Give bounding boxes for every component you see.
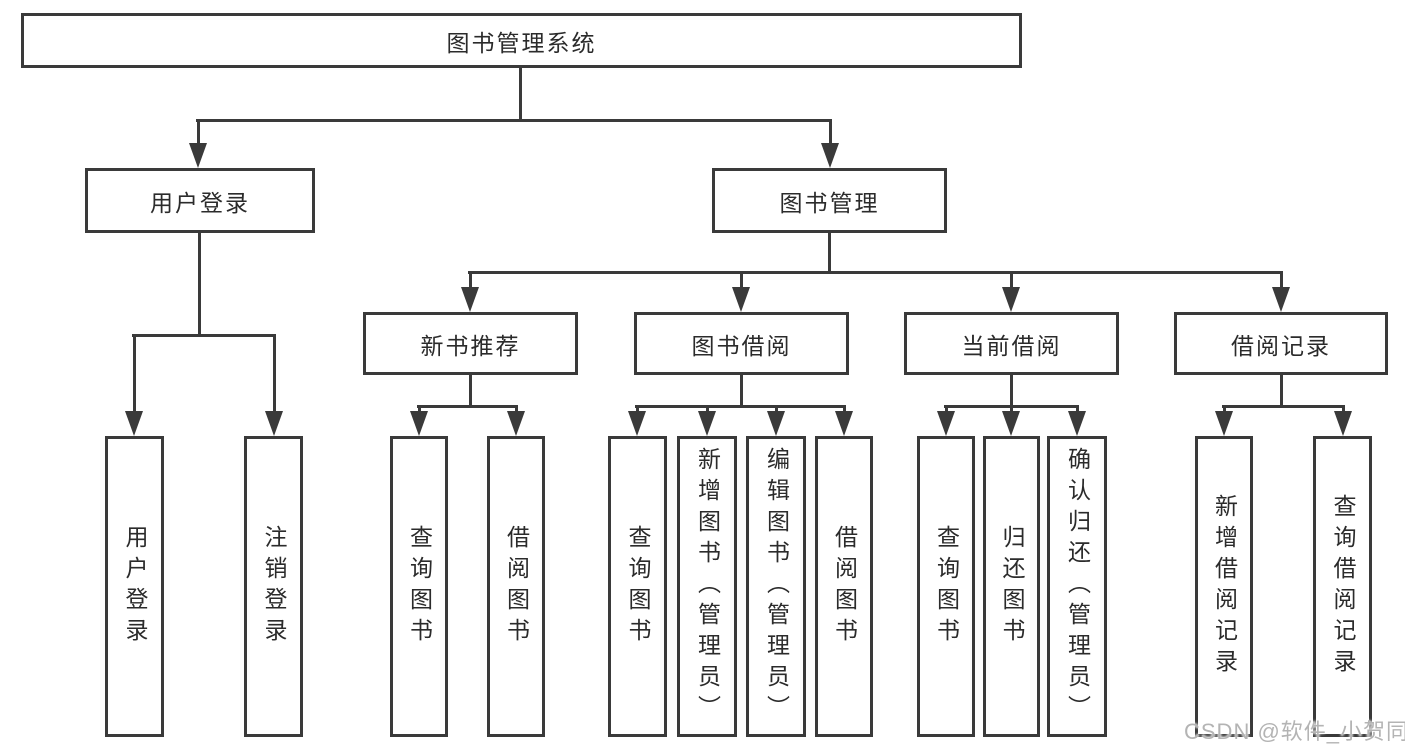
leaf-current-confirm-return-admin-label: 确认归还（管理员） [1064, 447, 1091, 726]
connector-stem [518, 68, 522, 122]
connector-stem [197, 233, 201, 337]
connector-stem [739, 375, 743, 408]
leaf-borrow-query-books-label: 查询图书 [625, 524, 651, 649]
arrow-down-icon [1334, 411, 1352, 436]
arrow-down-icon [1002, 411, 1020, 436]
connector-arrow-line [272, 335, 276, 418]
connector-branch [417, 404, 518, 408]
node-user-login-label: 用户登录 [150, 189, 250, 216]
arrow-down-icon [1215, 411, 1233, 436]
connector-stem [468, 375, 472, 408]
leaf-logout: 注销登录 [244, 436, 303, 737]
node-book-management-label: 图书管理 [779, 189, 880, 216]
node-new-book-recommend: 新书推荐 [363, 312, 578, 375]
arrow-down-icon [1272, 287, 1290, 312]
leaf-newbook-query-books-label: 查询图书 [406, 524, 433, 649]
leaf-user-login: 用户登录 [105, 436, 164, 737]
arrow-down-icon [265, 411, 283, 436]
leaf-borrow-edit-books-admin: 编辑图书（管理员） [746, 436, 806, 737]
node-book-borrow: 图书借阅 [634, 312, 849, 375]
arrow-down-icon [461, 287, 479, 312]
arrow-down-icon [507, 411, 525, 436]
connector-branch [1222, 404, 1345, 408]
leaf-borrow-add-books-admin: 新增图书（管理员） [677, 436, 737, 737]
leaf-newbook-borrow-books-label: 借阅图书 [503, 524, 530, 649]
arrow-down-icon [410, 411, 428, 436]
node-root: 图书管理系统 [21, 13, 1022, 68]
leaf-records-add-record: 新增借阅记录 [1195, 436, 1253, 737]
connector-branch [635, 404, 846, 408]
connector-branch [132, 333, 276, 337]
node-current-borrow-label: 当前借阅 [961, 332, 1062, 359]
arrow-down-icon [835, 411, 853, 436]
leaf-current-query-books: 查询图书 [917, 436, 975, 737]
leaf-borrow-borrow-books-label: 借阅图书 [831, 524, 858, 649]
leaf-newbook-query-books: 查询图书 [390, 436, 448, 737]
arrow-down-icon [821, 143, 839, 168]
node-borrow-records-label: 借阅记录 [1231, 332, 1331, 359]
leaf-borrow-add-books-admin-label: 新增图书（管理员） [694, 447, 721, 726]
arrow-down-icon [1002, 287, 1020, 312]
leaf-records-query-record-label: 查询借阅记录 [1330, 493, 1356, 680]
node-book-management: 图书管理 [712, 168, 947, 233]
leaf-current-query-books-label: 查询图书 [933, 524, 960, 649]
node-new-book-recommend-label: 新书推荐 [420, 332, 521, 359]
arrow-down-icon [1068, 411, 1086, 436]
leaf-user-login-label: 用户登录 [122, 524, 148, 649]
connector-arrow-line [468, 272, 472, 294]
node-root-label: 图书管理系统 [446, 29, 597, 56]
leaf-newbook-borrow-books: 借阅图书 [487, 436, 545, 737]
leaf-logout-label: 注销登录 [261, 524, 287, 649]
arrow-down-icon [698, 411, 716, 436]
arrow-down-icon [767, 411, 785, 436]
connector-arrow-line [739, 272, 743, 294]
connector-stem [1279, 375, 1283, 408]
connector-branch [196, 118, 832, 122]
leaf-records-add-record-label: 新增借阅记录 [1211, 493, 1238, 680]
connector-arrow-line [1009, 272, 1013, 294]
arrow-down-icon [628, 411, 646, 436]
connector-arrow-line [828, 120, 832, 150]
leaf-borrow-borrow-books: 借阅图书 [815, 436, 873, 737]
connector-stem [1009, 375, 1013, 408]
leaf-records-query-record: 查询借阅记录 [1313, 436, 1372, 737]
node-borrow-records: 借阅记录 [1174, 312, 1388, 375]
leaf-current-return-books-label: 归还图书 [999, 524, 1025, 649]
arrow-down-icon [732, 287, 750, 312]
connector-arrow-line [132, 335, 136, 418]
node-book-borrow-label: 图书借阅 [691, 332, 792, 359]
leaf-borrow-edit-books-admin-label: 编辑图书（管理员） [763, 447, 790, 726]
connector-branch [468, 270, 1283, 274]
arrow-down-icon [125, 411, 143, 436]
connector-arrow-line [1279, 272, 1283, 294]
connector-arrow-line [196, 120, 200, 150]
arrow-down-icon [937, 411, 955, 436]
leaf-current-confirm-return-admin: 确认归还（管理员） [1047, 436, 1107, 737]
leaf-borrow-query-books: 查询图书 [608, 436, 667, 737]
arrow-down-icon [189, 143, 207, 168]
node-current-borrow: 当前借阅 [904, 312, 1119, 375]
leaf-current-return-books: 归还图书 [983, 436, 1040, 737]
connector-stem [827, 233, 831, 274]
node-user-login: 用户登录 [85, 168, 315, 233]
watermark: CSDN @软件_小贺同学 [1184, 719, 1405, 744]
